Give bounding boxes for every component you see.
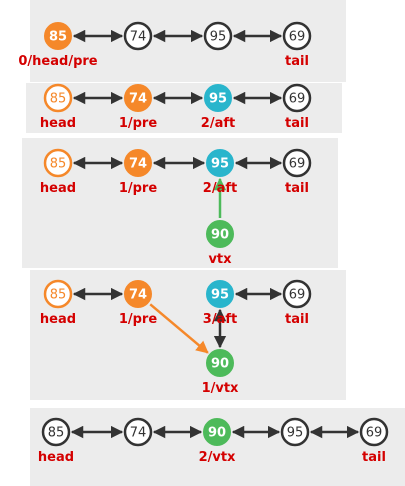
node-circle xyxy=(123,417,153,447)
node-circle xyxy=(206,349,234,377)
node-label: 1/pre xyxy=(119,116,158,131)
node-value: 85 xyxy=(50,157,67,172)
step-4-node-85: 85 head xyxy=(38,417,74,465)
node-value: 95 xyxy=(287,426,304,441)
node-value: 74 xyxy=(130,30,147,45)
node-circle xyxy=(123,21,153,51)
node-label: tail xyxy=(285,312,309,327)
node-value: 69 xyxy=(366,426,383,441)
node-value: 85 xyxy=(49,30,67,45)
node-circle xyxy=(43,279,73,309)
node-value: 90 xyxy=(211,357,229,372)
step-4-node-69: 69 tail xyxy=(359,417,389,465)
node-value: 90 xyxy=(208,426,226,441)
node-label: 2/aft xyxy=(201,116,235,131)
node-label: head xyxy=(40,116,76,131)
node-label: 2/aft xyxy=(203,181,237,196)
step-3-node-90: 90 1/vtx xyxy=(202,349,239,396)
node-label: tail xyxy=(362,450,386,465)
node-label: 3/aft xyxy=(203,312,237,327)
node-label: head xyxy=(40,181,76,196)
node-circle xyxy=(282,148,312,178)
node-label: tail xyxy=(285,181,309,196)
step-3-node-85: 85 head xyxy=(40,279,76,327)
node-circle xyxy=(43,148,73,178)
node-circle xyxy=(44,22,72,50)
step-1-node-69: 69 tail xyxy=(282,83,312,131)
node-circle xyxy=(41,417,71,447)
node-circle xyxy=(124,280,152,308)
node-circle xyxy=(204,84,232,112)
step-4-node-95: 95 xyxy=(280,417,310,447)
node-label: head xyxy=(40,312,76,327)
node-value: 69 xyxy=(289,92,306,107)
node-value: 74 xyxy=(129,288,147,303)
step-3-node-69: 69 tail xyxy=(282,279,312,327)
node-circle xyxy=(280,417,310,447)
node-value: 74 xyxy=(129,157,147,172)
node-circle xyxy=(203,418,231,446)
node-label: head xyxy=(38,450,74,465)
node-circle xyxy=(206,220,234,248)
node-value: 69 xyxy=(289,157,306,172)
node-value: 95 xyxy=(211,157,229,172)
node-value: 85 xyxy=(50,288,67,303)
node-value: 90 xyxy=(211,228,229,243)
node-value: 69 xyxy=(289,288,306,303)
node-circle xyxy=(124,84,152,112)
node-value: 74 xyxy=(130,426,147,441)
node-label: tail xyxy=(285,116,309,131)
step-3-node-74: 74 1/pre xyxy=(119,280,158,327)
node-circle xyxy=(206,280,234,308)
step-4-node-74: 74 xyxy=(123,417,153,447)
step-2-node-95: 95 2/aft xyxy=(203,149,237,196)
step-0-node-69: 69 tail xyxy=(282,21,312,69)
node-label: 0/head/pre xyxy=(18,54,97,69)
node-value: 95 xyxy=(210,30,227,45)
step-2-node-74: 74 1/pre xyxy=(119,149,158,196)
node-circle xyxy=(359,417,389,447)
step-4-node-90: 90 2/vtx xyxy=(199,418,236,465)
node-label: tail xyxy=(285,54,309,69)
step-0-node-95: 95 xyxy=(203,21,233,51)
node-circle xyxy=(203,21,233,51)
step-2-node-85: 85 head xyxy=(40,148,76,196)
node-value: 85 xyxy=(50,92,67,107)
step-3-edge-n74-n90 xyxy=(149,303,209,354)
node-circle xyxy=(282,83,312,113)
step-2-node-90: 90 vtx xyxy=(206,220,234,267)
step-1-node-95: 95 2/aft xyxy=(201,84,235,131)
node-value: 74 xyxy=(129,92,147,107)
step-2-node-69: 69 tail xyxy=(282,148,312,196)
node-label: vtx xyxy=(208,252,232,267)
node-value: 95 xyxy=(209,92,227,107)
node-circle xyxy=(282,279,312,309)
step-1-node-85: 85 head xyxy=(40,83,76,131)
step-0-node-74: 74 xyxy=(123,21,153,51)
node-value: 85 xyxy=(48,426,65,441)
node-label: 1/vtx xyxy=(202,381,239,396)
step-1-node-74: 74 1/pre xyxy=(119,84,158,131)
step-0-node-85: 85 0/head/pre xyxy=(18,22,98,69)
node-circle xyxy=(43,83,73,113)
node-value: 95 xyxy=(211,288,229,303)
step-3-node-95: 95 3/aft xyxy=(203,280,237,327)
node-circle xyxy=(124,149,152,177)
node-circle xyxy=(206,149,234,177)
node-value: 69 xyxy=(289,30,306,45)
node-circle xyxy=(282,21,312,51)
node-label: 2/vtx xyxy=(199,450,236,465)
node-label: 1/pre xyxy=(119,312,158,327)
node-label: 1/pre xyxy=(119,181,158,196)
